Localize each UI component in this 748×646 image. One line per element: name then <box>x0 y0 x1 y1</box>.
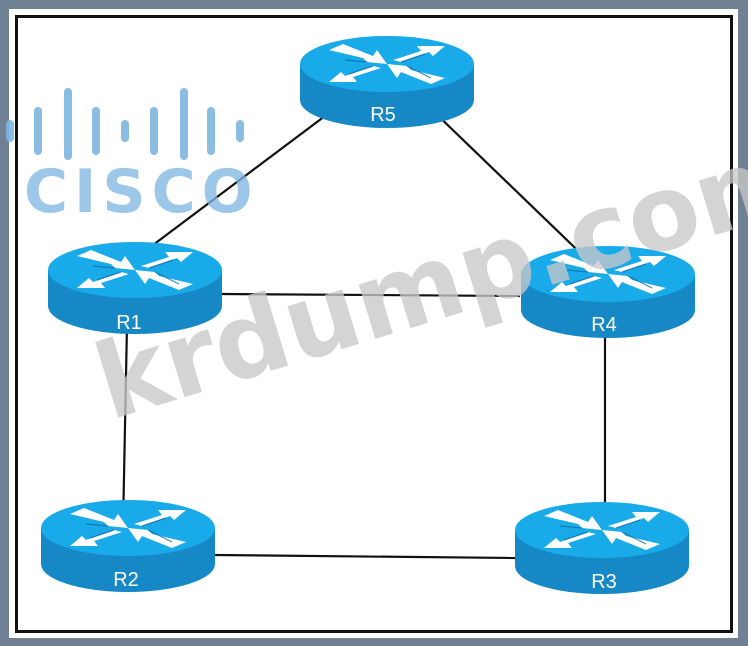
router-label: R4 <box>591 314 617 336</box>
router-r4[interactable]: R4 <box>520 245 696 339</box>
router-r2[interactable]: R2 <box>40 499 216 593</box>
router-label: R1 <box>116 312 142 334</box>
link-r5-r4 <box>429 107 599 271</box>
router-label: R3 <box>591 571 617 593</box>
router-r3[interactable]: R3 <box>514 501 690 595</box>
link-r2-r3 <box>214 553 516 560</box>
links <box>121 107 607 560</box>
cisco-bars-icon <box>6 88 244 160</box>
cisco-wordmark: CISCO <box>24 157 259 227</box>
cisco-logo: CISCO <box>6 88 259 227</box>
link-r1-r2 <box>121 324 129 529</box>
link-r1-r4 <box>221 292 521 298</box>
router-r5[interactable]: R5 <box>299 35 475 129</box>
router-label: R2 <box>113 569 139 591</box>
router-label: R5 <box>370 104 396 126</box>
router-r1[interactable]: R1 <box>47 241 223 335</box>
link-r5-r1 <box>132 109 334 261</box>
